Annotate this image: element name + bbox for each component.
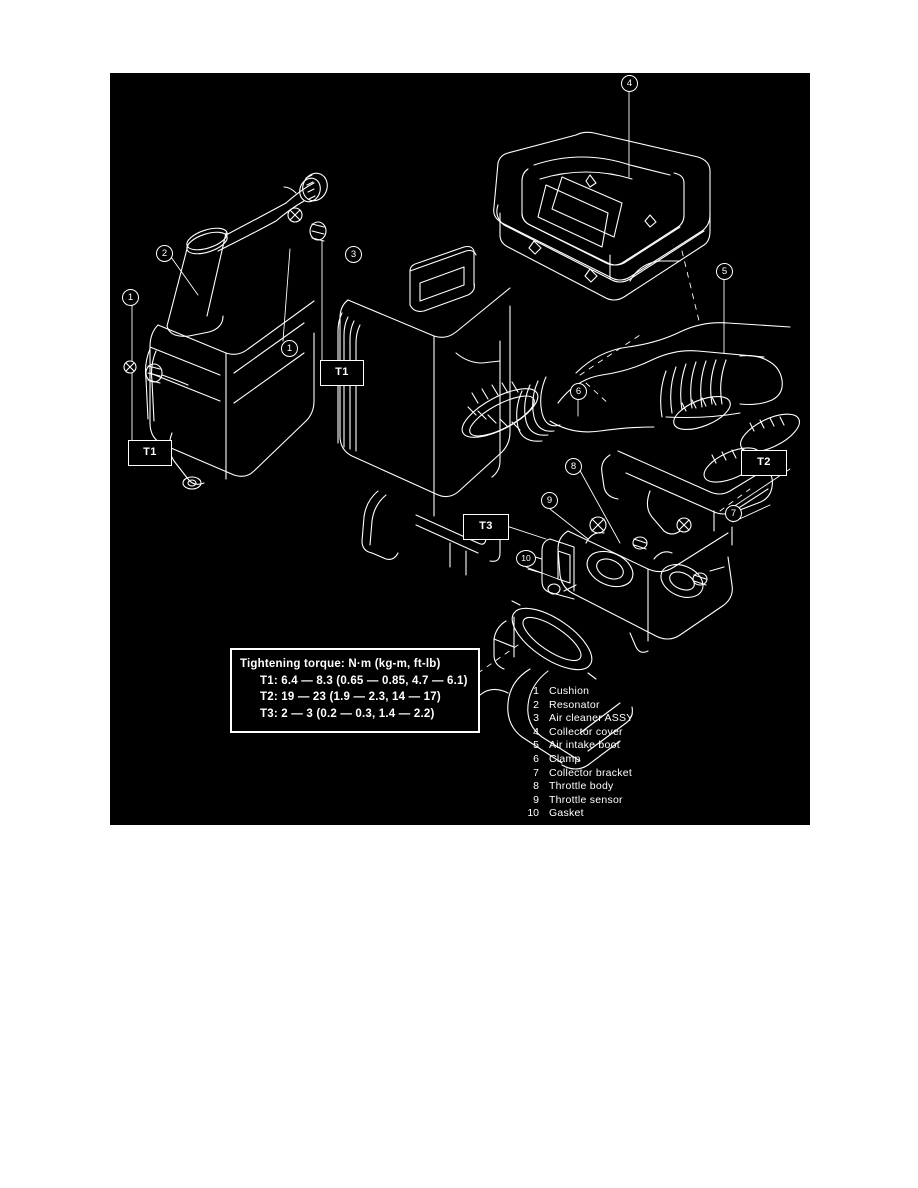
assembly-guide-lines: [477, 334, 751, 674]
resonator-part: [144, 172, 328, 490]
gasket-part: [511, 600, 597, 680]
legend-number: 3: [533, 712, 539, 725]
callout-bubble-7[interactable]: 7: [725, 505, 742, 522]
torque-line-t3: T3: 2 — 3 (0.2 — 0.3, 1.4 — 2.2): [260, 708, 435, 721]
legend-number: 8: [533, 780, 539, 793]
callout-bubble-3[interactable]: 3: [345, 246, 362, 263]
callout-bubble-5[interactable]: 5: [716, 263, 733, 280]
tightening-torque-box: Tightening torque: N·m (kg-m, ft-lb) T1:…: [230, 648, 480, 733]
legend-item: 8 Throttle body: [515, 780, 634, 794]
torque-line-t1: T1: 6.4 — 8.3 (0.65 — 0.85, 4.7 — 6.1): [260, 674, 468, 687]
legend-label: Gasket: [549, 807, 584, 820]
torque-ref-t1-center[interactable]: T1: [320, 360, 364, 386]
legend-label: Collector cover: [549, 725, 623, 738]
torque-ref-t3[interactable]: T3: [463, 514, 509, 540]
legend-item: 7 Collector bracket: [515, 767, 634, 781]
cushion-bolt-center: [287, 207, 327, 242]
callout-bubble-1-center[interactable]: 1: [281, 340, 298, 357]
legend-label: Clamp: [549, 752, 581, 765]
legend-item: 1 Cushion: [515, 685, 634, 699]
legend-number: 2: [533, 698, 539, 711]
air-intake-boot-part: [516, 322, 791, 442]
legend-label: Collector bracket: [549, 766, 633, 779]
legend-item: 2 Resonator: [515, 699, 634, 713]
torque-ref-t2[interactable]: T2: [741, 450, 787, 476]
callout-bubble-8[interactable]: 8: [565, 458, 582, 475]
legend-label: Resonator: [549, 698, 600, 711]
figure-panel: 1 2 1 3 4 5 6 7 8 9 10 T1 T1 T2 T3 Tight…: [110, 73, 810, 825]
air-cleaner-assy-part: [337, 245, 511, 576]
assembly-guide-cover: [681, 250, 701, 326]
legend-label: Air intake boot: [549, 739, 620, 752]
clamp-part-left: [461, 381, 539, 438]
cushion-bolt-lower-left: [123, 360, 189, 386]
legend-number: 1: [533, 685, 539, 697]
legend-label: Throttle body: [549, 780, 614, 793]
torque-line-t2: T2: 19 — 23 (1.9 — 2.3, 14 — 17): [260, 691, 441, 704]
legend-number: 6: [533, 752, 539, 765]
callout-bubble-10[interactable]: 10: [516, 550, 536, 567]
legend-item: 9 Throttle sensor: [515, 794, 634, 808]
legend-number: 4: [533, 725, 539, 738]
callout-bubble-9[interactable]: 9: [541, 492, 558, 509]
legend-label: Cushion: [549, 685, 590, 697]
lower-duct-part: [479, 616, 633, 770]
legend-item: 4 Collector cover: [515, 726, 634, 740]
collector-cover-part: [493, 131, 711, 301]
legend-item: 6 Clamp: [515, 753, 634, 767]
legend-number: 7: [533, 766, 539, 779]
torque-heading: Tightening torque: N·m (kg-m, ft-lb): [240, 658, 441, 670]
callout-bubble-4[interactable]: 4: [621, 75, 638, 92]
throttle-body-part: [557, 530, 733, 653]
legend-item: 3 Air cleaner ASSY: [515, 712, 634, 726]
parts-legend: 1 Cushion 2 Resonator 3 Air cleaner ASSY…: [515, 685, 634, 821]
legend-item: 10 Gasket: [515, 807, 634, 821]
callout-bubble-1-left[interactable]: 1: [122, 289, 139, 306]
legend-number: 9: [533, 793, 539, 806]
callout-bubble-2[interactable]: 2: [156, 245, 173, 262]
legend-label: Throttle sensor: [549, 793, 623, 806]
legend-number: 5: [533, 739, 539, 752]
callout-bubble-6[interactable]: 6: [570, 383, 587, 400]
legend-item: 5 Air intake boot: [515, 739, 634, 753]
legend-number: 10: [527, 807, 539, 820]
legend-label: Air cleaner ASSY: [549, 712, 634, 725]
throttle-bolts: [547, 516, 708, 595]
torque-ref-t1-lower-left[interactable]: T1: [128, 440, 172, 466]
